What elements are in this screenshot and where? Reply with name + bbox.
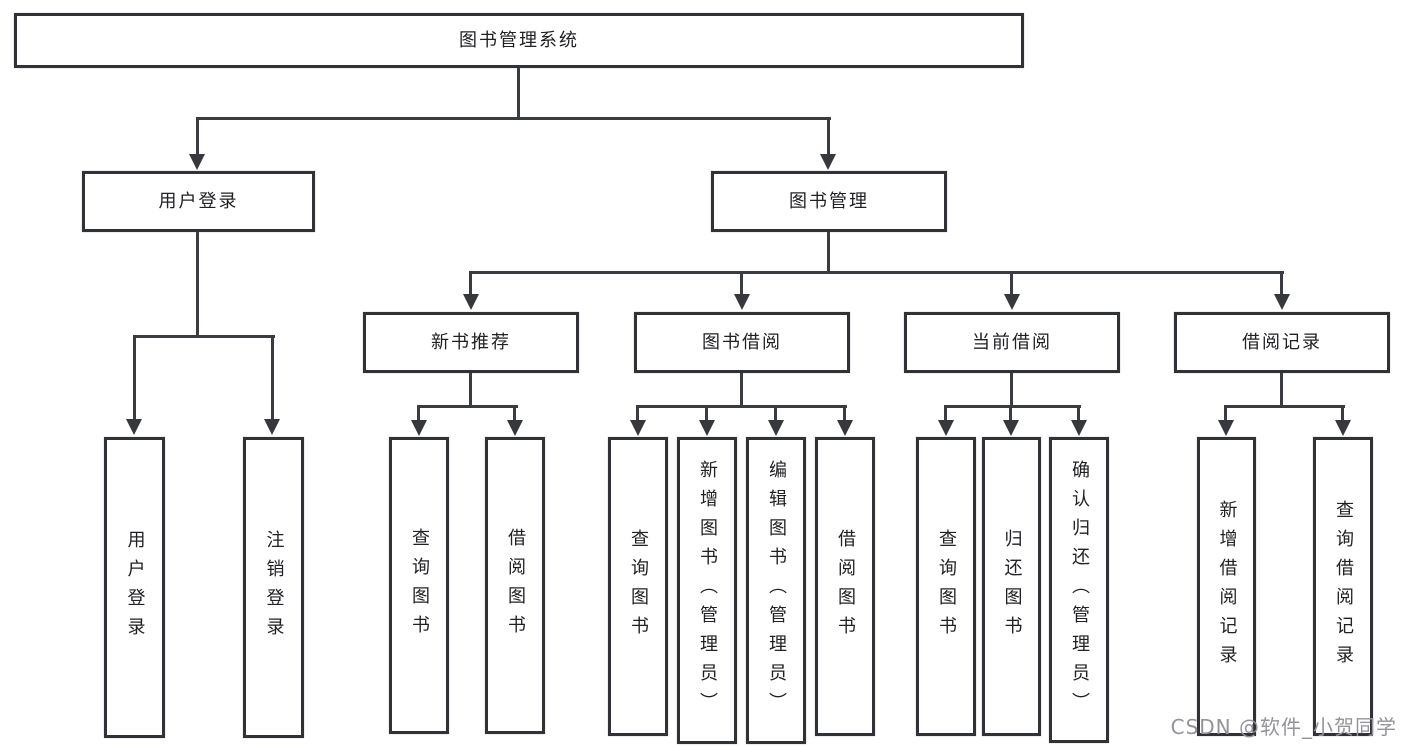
node-current-borrow: 当前借阅	[904, 312, 1120, 373]
arrowhead-down	[411, 420, 427, 436]
connector-line	[196, 117, 831, 120]
node-root: 图书管理系统	[14, 13, 1024, 68]
connector-line	[133, 335, 275, 338]
arrowhead-down	[507, 420, 523, 436]
arrowhead-down	[463, 294, 479, 310]
connector-line	[469, 271, 1284, 274]
arrowhead-down	[699, 420, 715, 436]
connector-line	[740, 373, 743, 407]
connector-line	[740, 273, 743, 296]
connector-line	[1009, 407, 1012, 423]
connector-line	[705, 407, 708, 423]
arrowhead-down	[1335, 420, 1351, 436]
connector-line	[513, 407, 516, 423]
leaf-borrow-query-book: 查询图书	[608, 437, 668, 736]
leaf-recommend-borrow-book: 借阅图书	[485, 437, 545, 734]
node-new-book-recommend: 新书推荐	[363, 312, 579, 373]
leaf-user-login: 用户登录	[104, 437, 165, 738]
connector-line	[1280, 373, 1283, 407]
leaf-logout-login: 注销登录	[243, 437, 304, 738]
leaf-borrow-add-book-admin: 新增图书（管理员）	[677, 437, 737, 744]
leaf-current-confirm-return-admin: 确认归还（管理员）	[1049, 437, 1109, 743]
leaf-current-query-book: 查询图书	[916, 437, 976, 736]
connector-line	[636, 407, 639, 423]
connector-line	[1224, 405, 1345, 408]
watermark: CSDN @软件_小贺同学	[1170, 715, 1397, 739]
arrowhead-down	[1004, 294, 1020, 310]
connector-line	[1077, 407, 1080, 423]
connector-line	[417, 407, 420, 423]
connector-line	[774, 407, 777, 423]
arrowhead-down	[264, 419, 280, 435]
connector-line	[636, 405, 847, 408]
leaf-recommend-query-book: 查询图书	[389, 437, 449, 734]
connector-line	[469, 273, 472, 296]
connector-line	[1341, 407, 1344, 423]
connector-line	[1224, 407, 1227, 423]
arrowhead-down	[1071, 420, 1087, 436]
arrowhead-down	[768, 420, 784, 436]
leaf-records-query-record: 查询借阅记录	[1313, 437, 1373, 736]
node-book-borrow: 图书借阅	[634, 312, 850, 373]
arrowhead-down	[938, 420, 954, 436]
connector-line	[417, 405, 518, 408]
arrowhead-down	[630, 420, 646, 436]
connector-line	[827, 119, 830, 156]
leaf-current-return-book: 归还图书	[982, 437, 1041, 736]
arrowhead-down	[1274, 294, 1290, 310]
node-user-login: 用户登录	[82, 171, 315, 232]
connector-line	[1010, 373, 1013, 407]
node-book-management: 图书管理	[711, 171, 947, 232]
connector-line	[944, 405, 1081, 408]
connector-line	[1010, 273, 1013, 296]
arrowhead-down	[820, 154, 836, 170]
connector-line	[196, 119, 199, 156]
leaf-borrow-edit-book-admin: 编辑图书（管理员）	[746, 437, 806, 744]
connector-line	[196, 232, 199, 337]
arrowhead-down	[734, 294, 750, 310]
connector-line	[469, 373, 472, 407]
arrowhead-down	[1003, 420, 1019, 436]
arrowhead-down	[837, 420, 853, 436]
connector-line	[1280, 273, 1283, 296]
node-borrow-records: 借阅记录	[1174, 312, 1390, 373]
connector-line	[517, 68, 520, 119]
leaf-borrow-borrow-book: 借阅图书	[815, 437, 875, 736]
connector-line	[944, 407, 947, 423]
arrowhead-down	[189, 154, 205, 170]
connector-line	[133, 337, 136, 421]
connector-line	[271, 337, 274, 421]
arrowhead-down	[1218, 420, 1234, 436]
leaf-records-add-record: 新增借阅记录	[1197, 437, 1256, 736]
connector-line	[843, 407, 846, 423]
arrowhead-down	[126, 419, 142, 435]
connector-line	[827, 232, 830, 273]
